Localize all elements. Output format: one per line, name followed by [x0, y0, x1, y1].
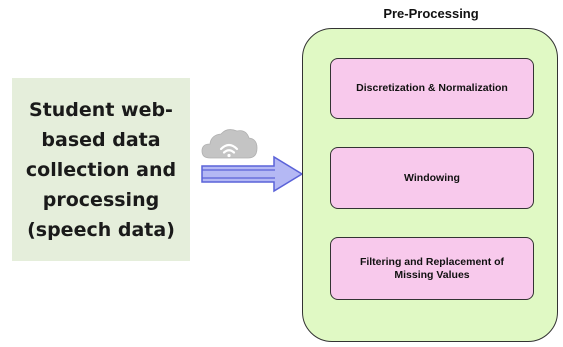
- data-collection-line-1: Student web-: [29, 98, 173, 121]
- step-discretization-normalization: Discretization & Normalization: [330, 58, 534, 119]
- step-windowing: Windowing: [330, 147, 534, 209]
- data-collection-line-3: collection and: [25, 158, 177, 181]
- preprocessing-title: Pre-Processing: [383, 6, 479, 21]
- right-arrow-icon: [201, 155, 304, 193]
- data-collection-line-4: processing: [42, 188, 160, 211]
- data-collection-line-2: based data: [41, 128, 161, 151]
- preprocessing-panel: Discretization & Normalization Windowing…: [302, 28, 558, 342]
- step-filtering-missing-values: Filtering and Replacement of Missing Val…: [330, 237, 534, 300]
- data-collection-box: Student web- based data collection and p…: [12, 78, 190, 261]
- cloud-arrow-connector: [201, 129, 304, 193]
- cloud-wifi-icon: [201, 129, 258, 159]
- data-collection-line-5: (speech data): [27, 218, 175, 241]
- data-collection-label: Student web- based data collection and p…: [20, 95, 182, 245]
